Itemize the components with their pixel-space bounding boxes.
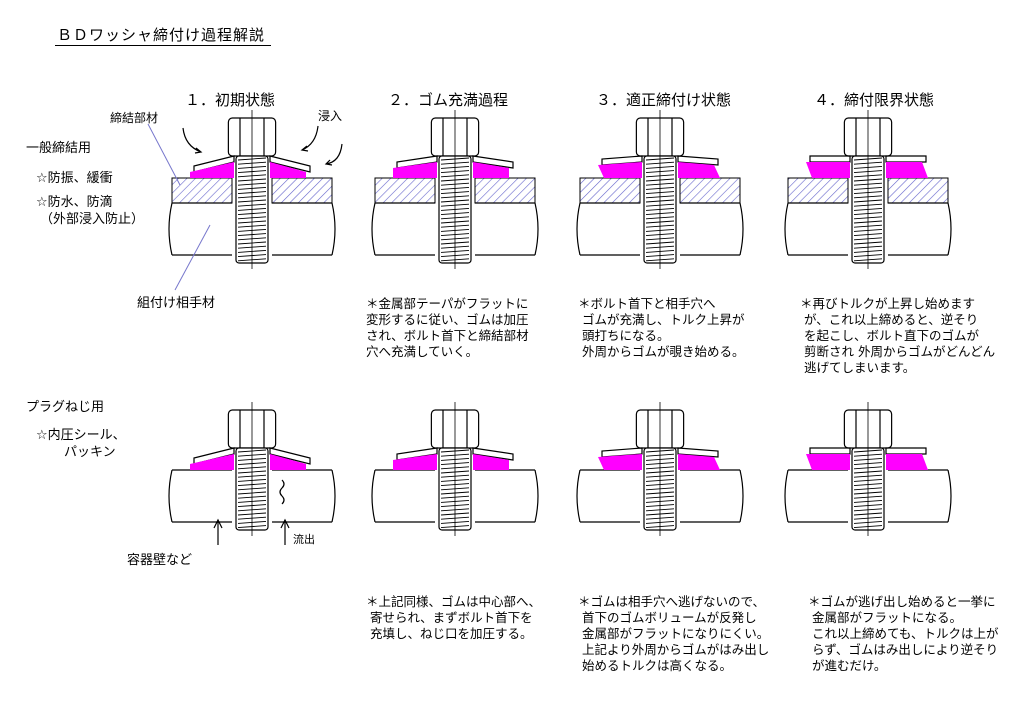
note-top-4: ＊再びトルクが上昇し始めます が、これ以上締めると、逆そり を起こし、ボルト直下…	[800, 296, 996, 375]
page-title: ＢＤワッシャ締付け過程解説	[55, 27, 272, 46]
note-top-3: ＊ボルト首下と相手穴へ ゴムが充満し、トルク上昇が 頭打ちになる。 外周からゴム…	[578, 296, 745, 359]
rubber-seal	[806, 162, 850, 178]
bolt-head-facet	[855, 410, 881, 448]
fastened-member-plate	[271, 177, 333, 204]
bolt-head-facet	[442, 118, 468, 156]
washer-metal	[885, 155, 927, 163]
bolt-head-facet	[647, 410, 673, 448]
intrusion-arrow	[182, 127, 203, 154]
note-bottom-4: ＊ゴムが逃げ出し始めると一挙に 金属部がフラットになる。 これ以上締めても、トル…	[808, 594, 999, 673]
bolt-head-facet	[239, 118, 265, 156]
plug-item: ☆内圧シール、	[36, 428, 126, 443]
mating-member	[371, 202, 539, 256]
general-item: ☆防水、防滴	[36, 195, 113, 210]
leader-line	[147, 123, 181, 186]
rubber-seal	[270, 162, 306, 178]
mating-member-label: 組付け相手材	[137, 296, 216, 311]
leader-line	[174, 224, 211, 291]
general-item: ☆防振、緩衝	[36, 171, 113, 186]
stage-1-title: １．初期状態	[185, 91, 276, 109]
washer-metal	[269, 155, 311, 173]
rubber-seal	[598, 162, 642, 178]
container-wall-label: 容器壁など	[127, 553, 193, 568]
rubber-seal	[270, 454, 306, 470]
note-top-2: ＊金属部テーパがフラットに 変形するに従い、ゴムは加圧 され、ボルト首下と締結部…	[366, 296, 529, 359]
rubber-seal	[678, 162, 720, 178]
bolt-head-facet	[239, 410, 265, 448]
bolt-head-facet	[855, 118, 881, 156]
plug-heading: プラグねじ用	[26, 400, 105, 415]
rubber-seal	[393, 162, 437, 178]
fastened-member-plate	[787, 177, 849, 204]
washer-metal	[809, 447, 851, 455]
outflow-arrow	[213, 518, 290, 545]
intrusion-arrow	[300, 125, 319, 152]
fastened-member-plate	[374, 177, 436, 204]
note-bottom-2: ＊上記同様、ゴムは中心部へ、 寄せられ、まずボルト首下を 充填し、ねじ口を加圧す…	[366, 594, 542, 641]
rubber-seal	[886, 162, 928, 178]
fastened-member-plate	[171, 177, 233, 204]
washer-metal	[269, 447, 311, 465]
rubber-seal	[190, 454, 234, 470]
washer-metal	[809, 155, 851, 163]
rubber-seal	[886, 454, 928, 470]
general-heading: 一般締結用	[26, 141, 92, 156]
washer-metal	[677, 155, 719, 166]
bolt-head-facet	[442, 410, 468, 448]
rubber-seal	[473, 454, 509, 470]
fastened-member-plate	[579, 177, 641, 204]
fastened-member-plate	[474, 177, 536, 204]
mating-member	[168, 202, 336, 256]
general-item: （外部浸入防止）	[40, 212, 145, 227]
washer-metal	[472, 447, 514, 461]
plug-item: パッキン	[64, 445, 116, 460]
fastened-member-plate	[679, 177, 741, 204]
stage-2-title: ２．ゴム充満過程	[388, 91, 509, 109]
outflow-label: 流出	[293, 533, 315, 546]
mating-member	[576, 202, 744, 256]
rubber-seal	[598, 454, 642, 470]
rubber-seal	[190, 162, 234, 178]
rubber-seal	[473, 162, 509, 178]
mating-member	[784, 202, 952, 256]
bolt-head-facet	[647, 118, 673, 156]
rubber-seal	[393, 454, 437, 470]
fastened-member-label: 締結部材	[110, 111, 159, 125]
washer-metal	[885, 447, 927, 455]
leak-path-icon	[279, 479, 285, 505]
stage-4-title: ４．締付限界状態	[814, 91, 935, 109]
intrusion-label: 浸入	[318, 109, 343, 123]
rubber-seal	[806, 454, 850, 470]
rubber-seal	[678, 454, 720, 470]
intrusion-arrow	[324, 143, 343, 166]
washer-metal	[677, 447, 719, 458]
fastened-member-plate	[887, 177, 949, 204]
washer-metal	[472, 155, 514, 169]
note-bottom-3: ＊ゴムは相手穴へ逃げないので、 首下のゴムボリュームが反発し 金属部がフラットに…	[578, 594, 770, 673]
stage-3-title: ３．適正締付け状態	[596, 91, 732, 109]
